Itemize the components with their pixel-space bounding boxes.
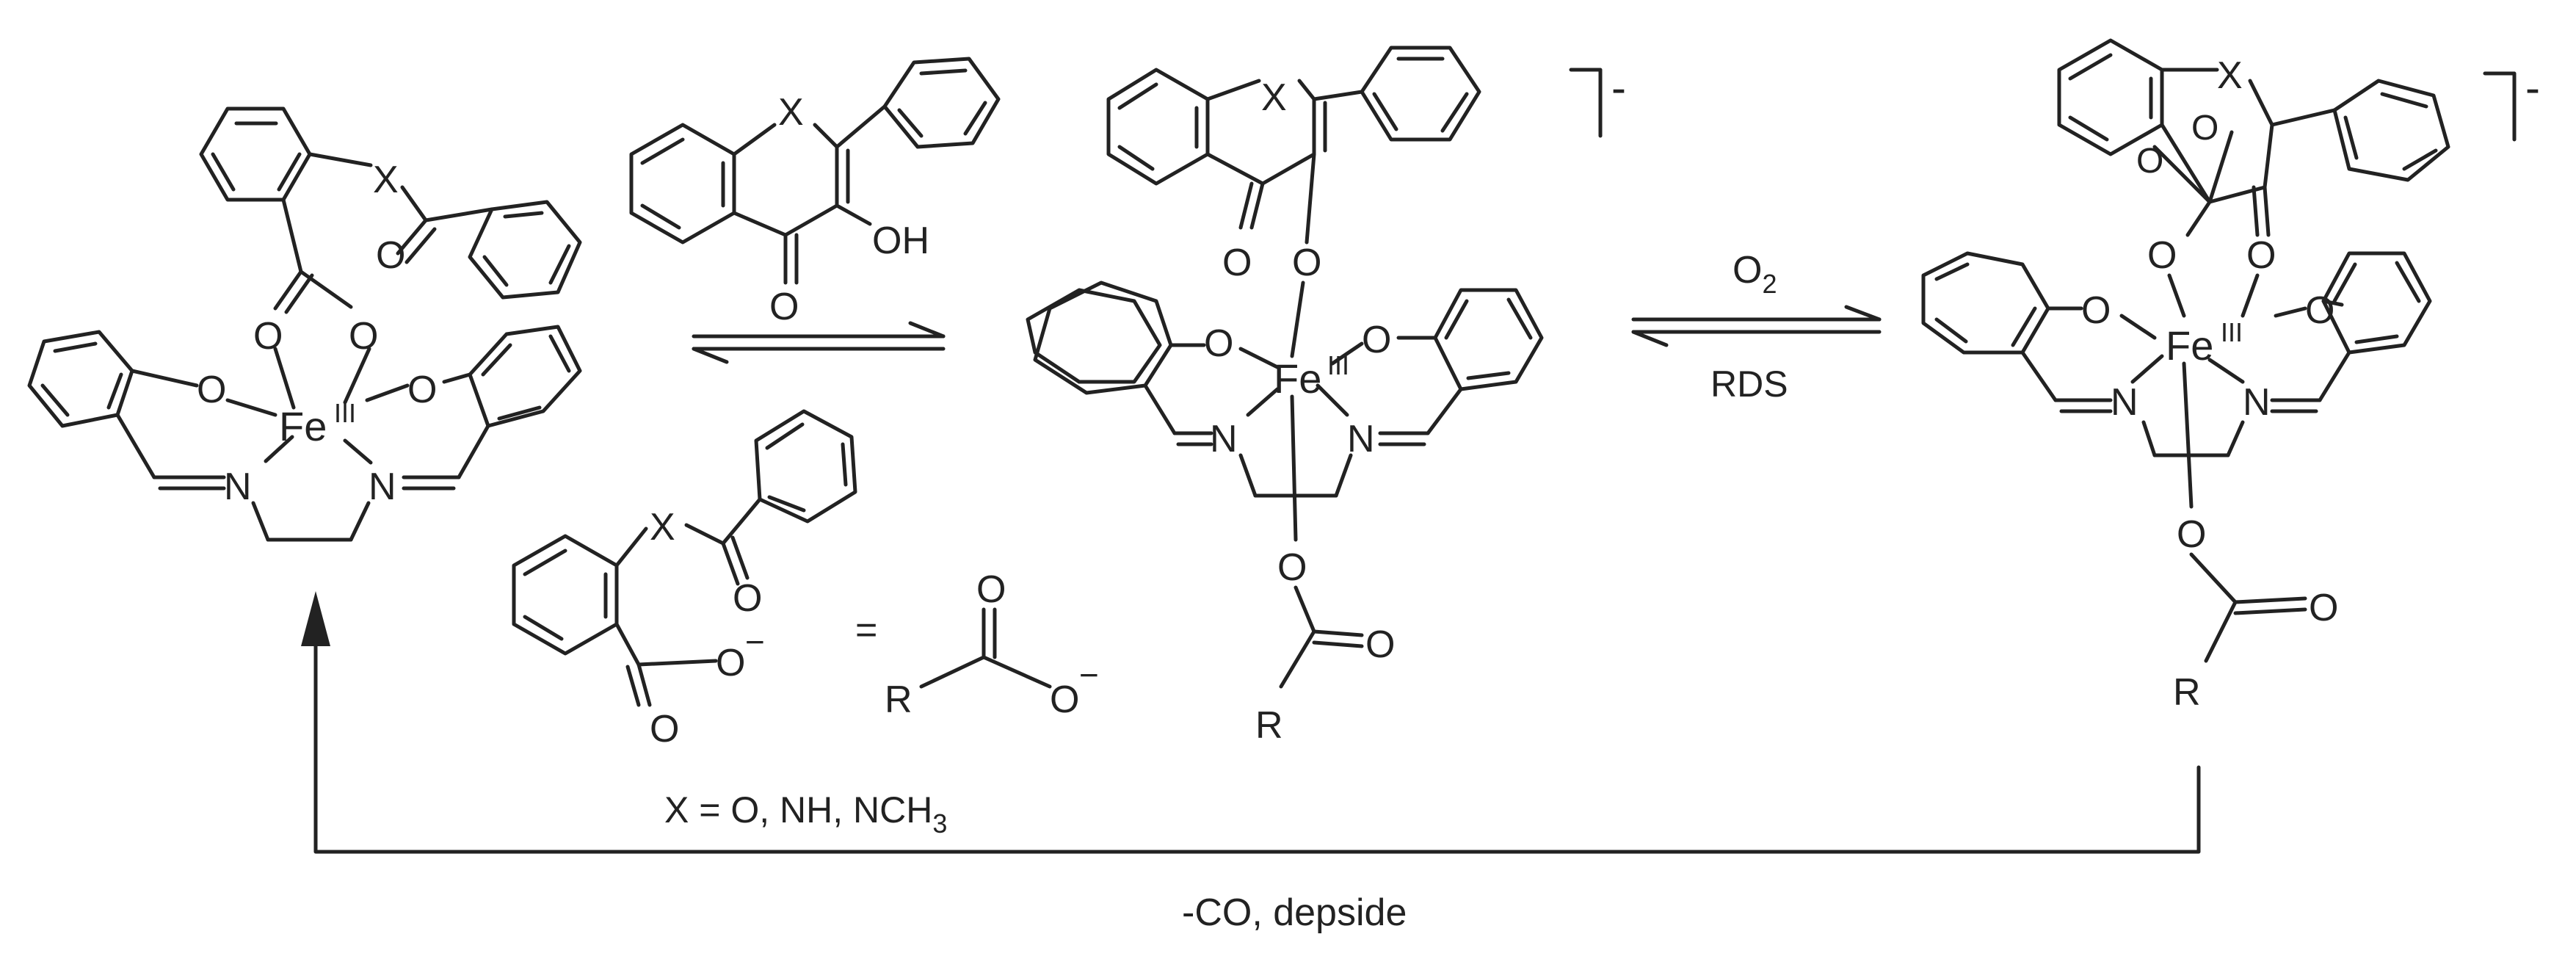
atom-label-o: O <box>1222 242 1252 284</box>
complex-3 <box>1921 38 2517 663</box>
ester-definition <box>512 409 1052 707</box>
atom-label-n: N <box>2111 381 2138 424</box>
atom-label-o: O <box>2309 587 2338 629</box>
reagent-o2: O2 <box>1733 249 1777 299</box>
atom-label-oh: OH <box>872 220 929 262</box>
flavonol-labels: X O OH <box>769 91 929 328</box>
arrowhead-up-icon <box>301 591 330 646</box>
atom-label-o: O <box>376 234 405 277</box>
complex-3-labels: X O O O O O O Fe III N N - O O R <box>2081 54 2540 714</box>
atom-label-o: O <box>2136 142 2163 181</box>
subscript-3: 3 <box>932 808 947 839</box>
atom-label-o: O <box>1365 623 1395 666</box>
return-arrow <box>301 591 2201 854</box>
atom-label-o: O <box>733 577 762 620</box>
atom-label-x: X <box>1261 76 1287 119</box>
atom-label-o: O <box>2081 289 2111 332</box>
complex-1-labels: X O O O O O Fe III N N <box>197 159 437 508</box>
atom-label-o-anion: O <box>716 642 745 684</box>
atom-label-o: O <box>2191 109 2218 148</box>
atom-label-o: O <box>1362 319 1391 361</box>
atom-label-r: R <box>1255 704 1283 747</box>
substituent-definition: X = O, NH, NCH3 <box>664 789 947 839</box>
equilibrium-arrow-2 <box>1631 305 1882 347</box>
atom-label-o-anion: O <box>1050 678 1079 721</box>
arrow-2-labels: O2 RDS <box>1710 249 1788 405</box>
atom-label-n: N <box>224 466 252 508</box>
atom-label-o: O <box>1277 546 1307 589</box>
flavonol-ligand <box>629 57 1001 285</box>
oxidation-state-label: III <box>2221 317 2243 347</box>
oxidation-state-label: III <box>1327 350 1349 380</box>
atom-label-o: O <box>976 568 1006 611</box>
atom-label-o: O <box>1204 322 1233 365</box>
rds-label: RDS <box>1710 363 1788 405</box>
atom-label-o: O <box>1292 242 1321 284</box>
atom-label-x: X <box>650 506 675 549</box>
equals-sign: = <box>855 609 877 651</box>
atom-label-n: N <box>2243 381 2271 424</box>
charge-minus: − <box>745 623 765 661</box>
atom-label-o: O <box>2305 289 2334 332</box>
atom-label-o: O <box>197 369 226 411</box>
atom-label-o: O <box>2246 234 2276 277</box>
atom-label-n: N <box>1347 418 1375 460</box>
atom-label-n: N <box>1210 418 1238 460</box>
complex-charge-label: - <box>2525 63 2540 112</box>
subscript-2: 2 <box>1762 269 1777 299</box>
atom-label-fe: Fe <box>1274 355 1321 402</box>
equilibrium-arrow-1 <box>692 321 946 364</box>
atom-label-o: O <box>253 315 283 358</box>
atom-label-x: X <box>778 91 804 134</box>
atom-label-o: O <box>650 708 679 750</box>
ester-definition-labels: X O O − O = O R O − X = O, NH, NCH3 <box>650 506 1099 839</box>
charge-minus: − <box>1079 656 1099 694</box>
atom-label-n: N <box>369 466 396 508</box>
atom-label-o: O <box>769 286 799 328</box>
return-arrow-label: -CO, depside <box>1182 891 1407 934</box>
atom-label-r: R <box>2173 671 2201 714</box>
atom-label-x: X <box>2217 54 2243 97</box>
atom-label-o: O <box>2147 234 2177 277</box>
atom-label-x: X <box>373 159 399 201</box>
atom-label-r: R <box>885 678 913 721</box>
complex-1 <box>27 106 582 542</box>
complex-charge-label: - <box>1611 63 1626 112</box>
atom-label-o: O <box>349 315 378 358</box>
oxidation-state-label: III <box>334 398 356 428</box>
atom-label-o: O <box>2177 513 2206 556</box>
complex-2 <box>1026 46 1603 689</box>
atom-label-fe: Fe <box>2166 322 2213 369</box>
atom-label-fe: Fe <box>279 403 327 449</box>
substituent-definition-text: X = O, NH, NCH <box>664 789 932 830</box>
reagent-o2-text: O <box>1733 249 1762 292</box>
atom-label-o: O <box>407 369 437 411</box>
complex-2-labels: X O O O O Fe III N N - O O R <box>1204 63 1626 747</box>
